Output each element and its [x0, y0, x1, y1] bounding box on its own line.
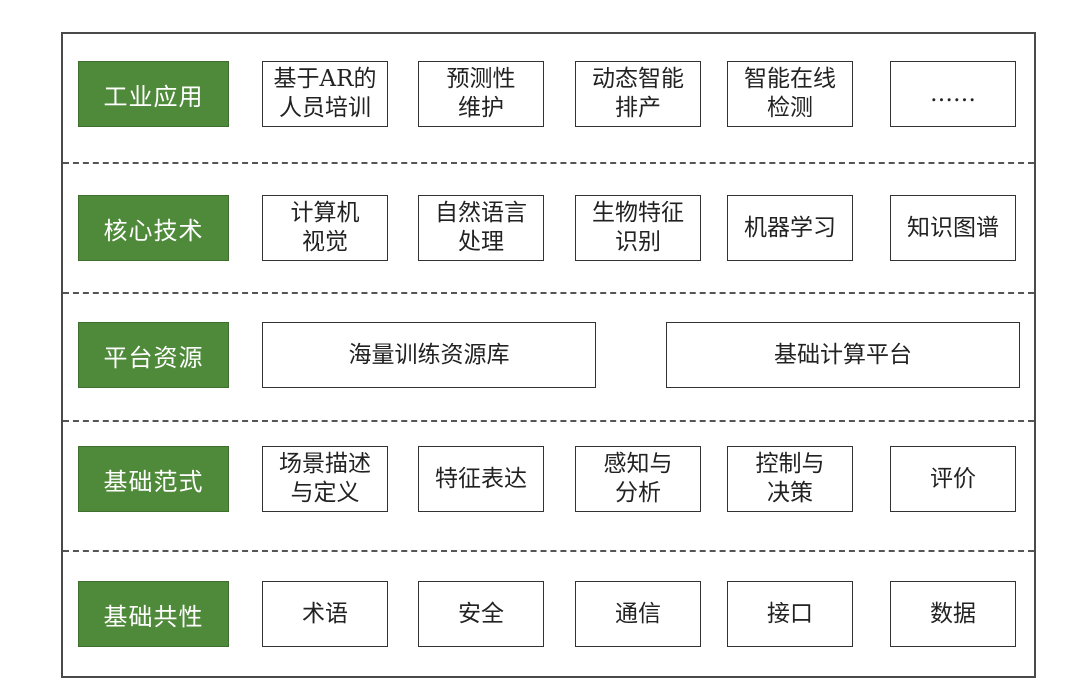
item-perception-analysis: 感知与 分析 [575, 446, 701, 512]
item-text: 特征表达 [435, 465, 527, 492]
item-text: 控制与 决策 [755, 451, 825, 506]
item-text: 生物特征 识别 [592, 200, 684, 255]
item-text: 基于AR的 人员培训 [273, 66, 377, 121]
item-text: 接口 [767, 600, 813, 627]
row-divider [63, 550, 1034, 552]
row-label-platform-resources: 平台资源 [78, 322, 229, 388]
row-divider [63, 162, 1034, 164]
item-nlp: 自然语言 处理 [418, 195, 544, 261]
item-dynamic-scheduling: 动态智能 排产 [575, 61, 701, 127]
item-text: 评价 [930, 465, 976, 492]
item-machine-learning: 机器学习 [727, 195, 853, 261]
item-ar-training: 基于AR的 人员培训 [262, 61, 388, 127]
item-text: 预测性 维护 [446, 66, 516, 121]
item-text: 智能在线 检测 [744, 66, 836, 121]
row-divider [63, 292, 1034, 294]
item-ellipsis: …… [890, 61, 1016, 127]
item-security: 安全 [418, 581, 544, 647]
item-training-resource-library: 海量训练资源库 [262, 322, 596, 388]
item-text: …… [930, 80, 976, 107]
item-predictive-maintenance: 预测性 维护 [418, 61, 544, 127]
item-terminology: 术语 [262, 581, 388, 647]
item-communication: 通信 [575, 581, 701, 647]
row-label-text: 工业应用 [103, 82, 204, 111]
item-online-inspection: 智能在线 检测 [727, 61, 853, 127]
row-label-industrial-application: 工业应用 [78, 61, 229, 127]
item-computer-vision: 计算机 视觉 [262, 195, 388, 261]
item-interface: 接口 [727, 581, 853, 647]
item-scene-description: 场景描述 与定义 [262, 446, 388, 512]
row-label-core-technology: 核心技术 [78, 195, 229, 261]
row-divider [63, 420, 1034, 422]
item-text: 术语 [302, 600, 348, 627]
item-text: 通信 [615, 600, 661, 627]
item-knowledge-graph: 知识图谱 [890, 195, 1016, 261]
row-label-text: 基础共性 [103, 602, 204, 631]
item-text: 动态智能 排产 [592, 66, 684, 121]
row-label-common-basis: 基础共性 [78, 581, 229, 647]
item-text: 安全 [458, 600, 504, 627]
item-evaluation: 评价 [890, 446, 1016, 512]
item-data: 数据 [890, 581, 1016, 647]
item-text: 机器学习 [744, 214, 836, 241]
item-text: 自然语言 处理 [435, 200, 527, 255]
item-text: 数据 [930, 600, 976, 627]
item-text: 海量训练资源库 [348, 341, 510, 368]
row-label-text: 核心技术 [103, 216, 204, 245]
item-biometrics: 生物特征 识别 [575, 195, 701, 261]
item-text: 计算机 视觉 [290, 200, 360, 255]
item-text: 场景描述 与定义 [279, 451, 371, 506]
diagram-frame [61, 32, 1036, 678]
item-text: 基础计算平台 [774, 341, 912, 368]
row-label-text: 基础范式 [103, 467, 204, 496]
row-label-basic-paradigm: 基础范式 [78, 446, 229, 512]
item-control-decision: 控制与 决策 [727, 446, 853, 512]
row-label-text: 平台资源 [103, 343, 204, 372]
item-basic-computing-platform: 基础计算平台 [666, 322, 1020, 388]
item-feature-representation: 特征表达 [418, 446, 544, 512]
item-text: 知识图谱 [907, 214, 999, 241]
item-text: 感知与 分析 [603, 451, 673, 506]
